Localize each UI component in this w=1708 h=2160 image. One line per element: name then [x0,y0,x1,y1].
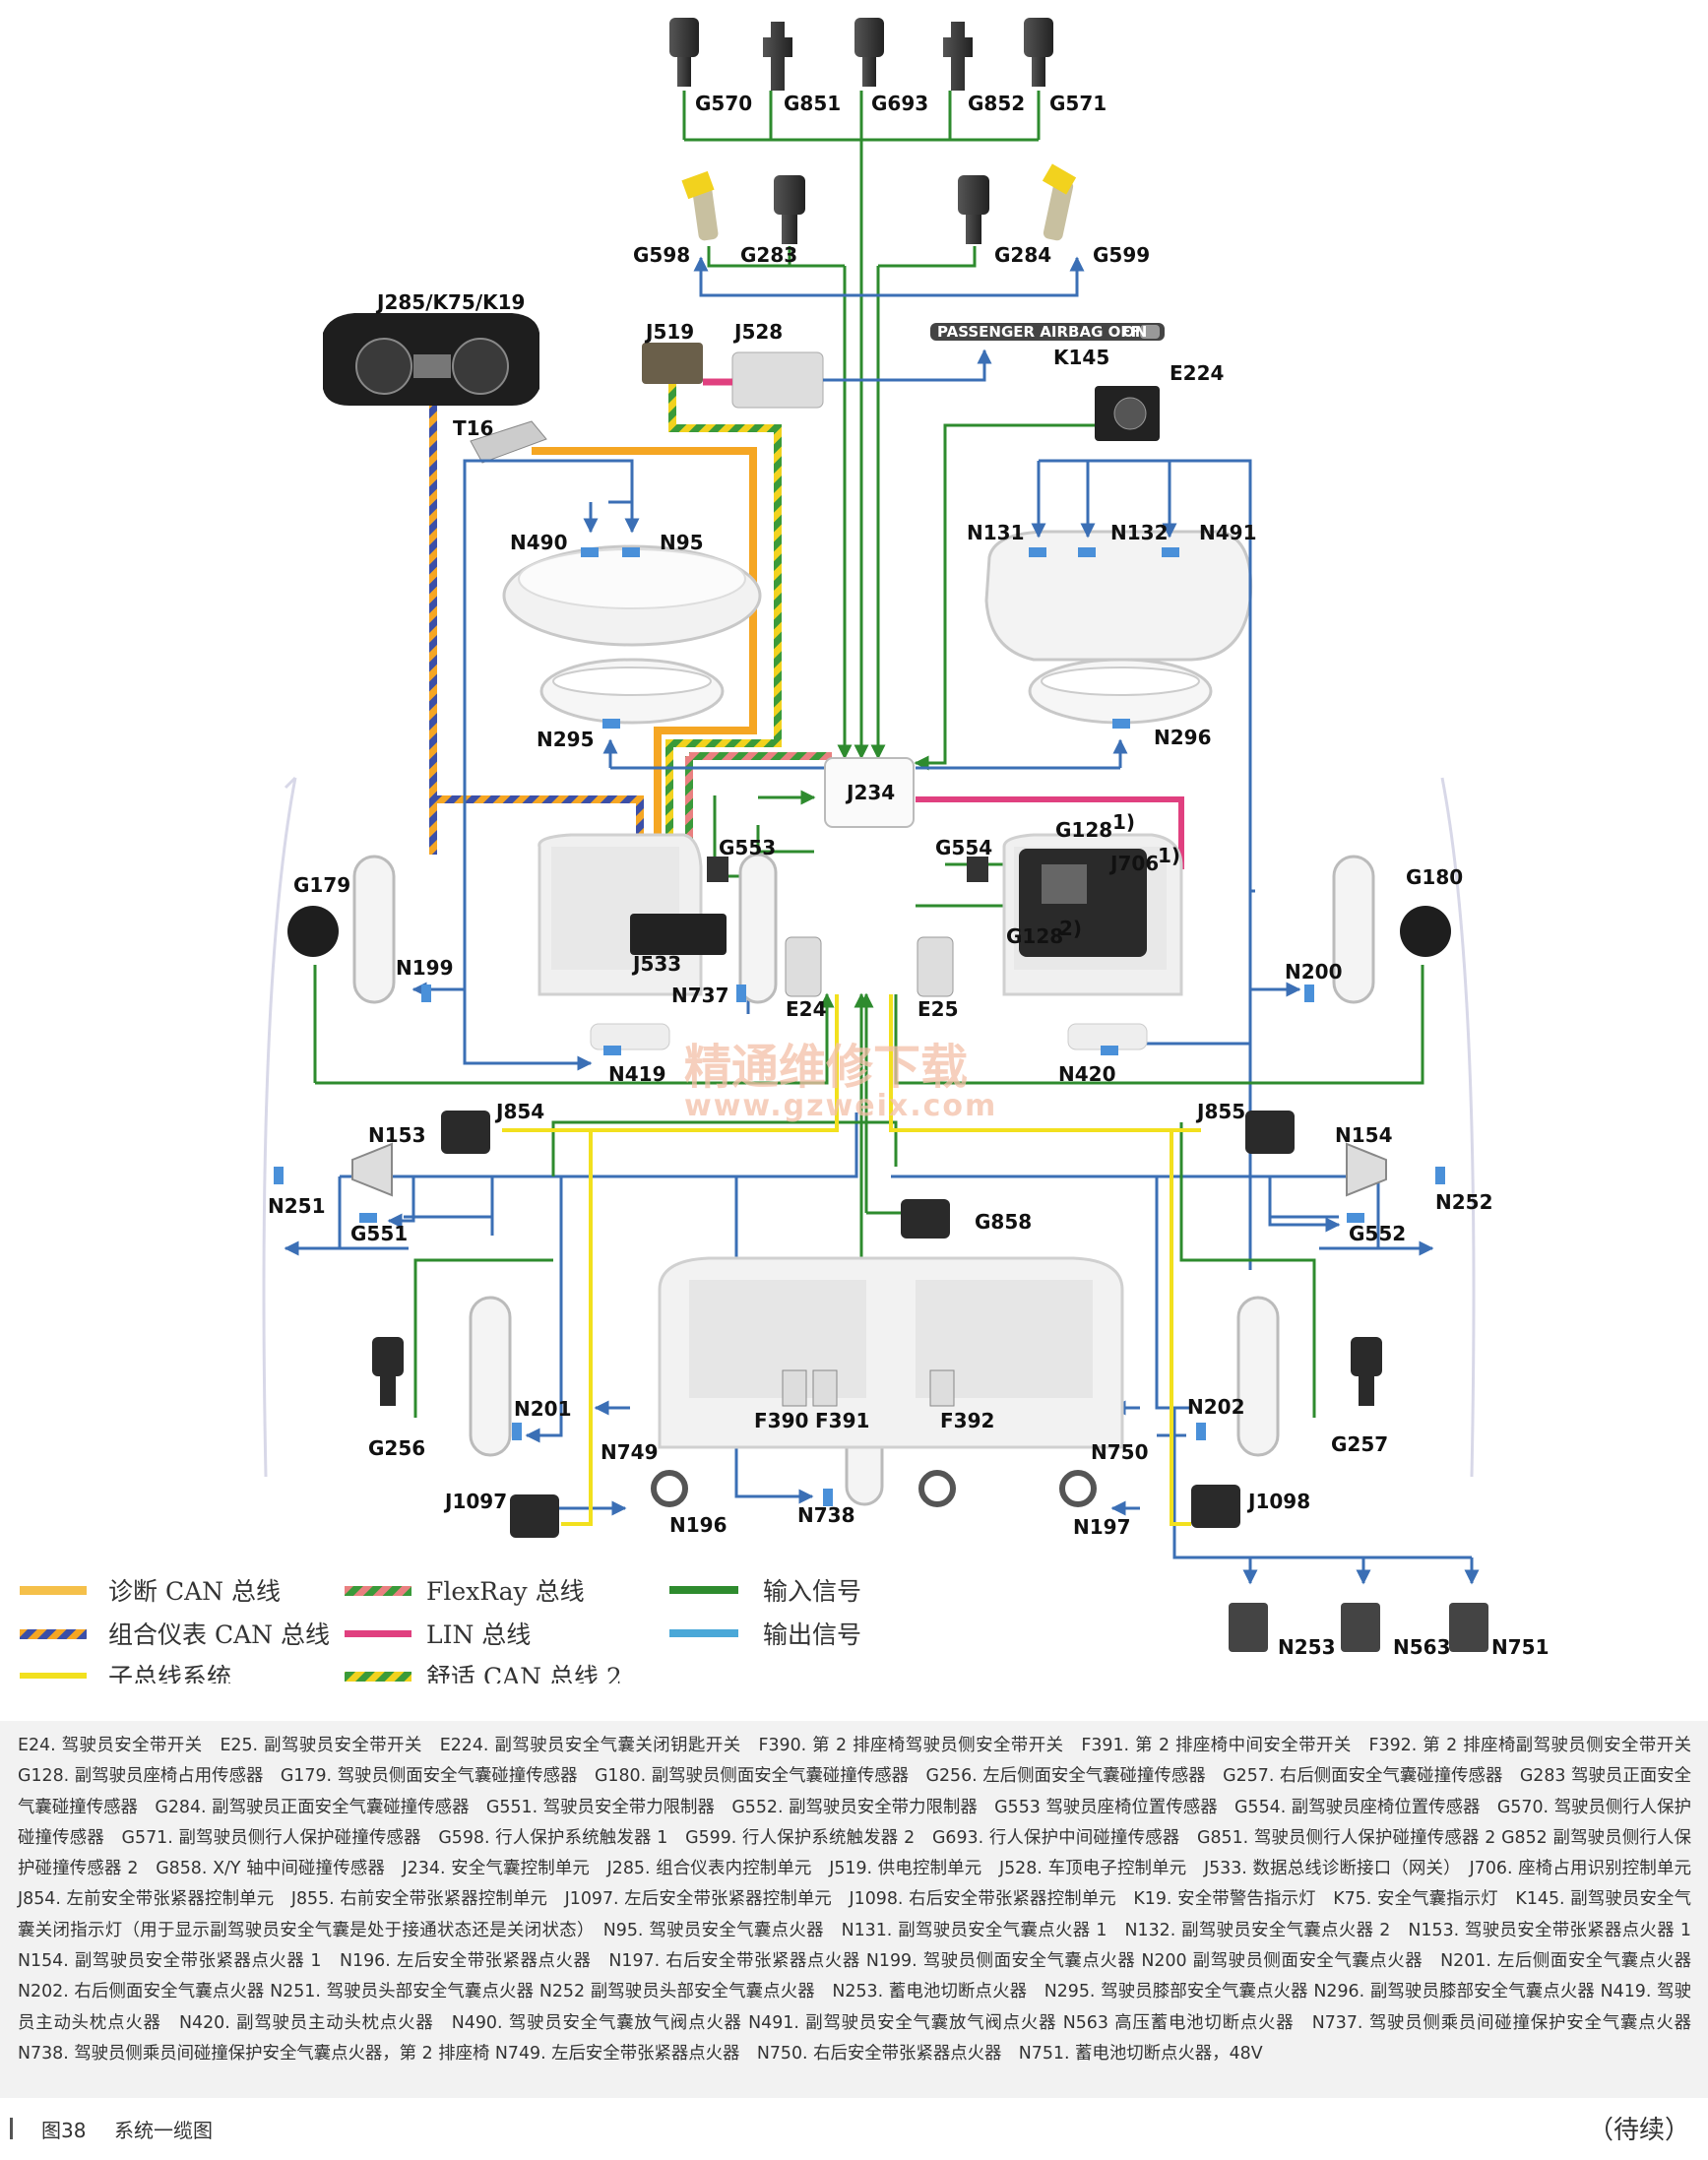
label-j706-sup: 1) [1158,844,1180,867]
label-j519: J519 [644,320,694,344]
k145-panel-text: PASSENGER AIRBAG OFF [937,323,1141,341]
label-n251: N251 [268,1194,326,1218]
label-e24: E24 [786,997,827,1021]
label-n296: N296 [1154,726,1212,749]
figure-marker [10,2118,13,2139]
watermark-cn: 精通维修下载 [684,1040,968,1095]
label-n491: N491 [1199,521,1257,544]
label-n202: N202 [1187,1395,1245,1419]
label-n750: N750 [1091,1440,1149,1464]
legend-comfort-can2: 舒适 CAN 总线 2 [426,1663,622,1684]
legend-subbus: 子总线系统 [108,1663,231,1684]
legend: 诊断 CAN 总线 组合仪表 CAN 总线 子总线系统 FlexRay 总线 L… [20,1577,861,1691]
label-g128-1: G128 [1055,818,1112,842]
label-j1097: J1097 [443,1490,507,1513]
rear-seats [651,1256,1124,1507]
watermark-url: www.gzweix.com [684,1089,997,1123]
label-g256: G256 [368,1436,425,1460]
label-g858: G858 [975,1210,1032,1234]
label-g283: G283 [740,243,797,267]
label-g284: G284 [994,243,1051,267]
label-n95: N95 [660,531,704,554]
figure-footer: 图38 系统一缆图 （待续） [0,2110,1708,2149]
label-n751: N751 [1491,1635,1550,1659]
figure-title: 系统一缆图 [114,2119,213,2142]
instrument-cluster [323,313,539,406]
label-n253: N253 [1278,1635,1336,1659]
label-j285: J285/K75/K19 [375,290,525,314]
label-n132: N132 [1110,521,1169,544]
label-k145: K145 [1053,346,1109,369]
legend-output: 输出信号 [763,1620,861,1649]
passenger-airbag [984,530,1253,725]
label-j1098: J1098 [1246,1490,1310,1513]
label-n131: N131 [967,521,1025,544]
label-n737: N737 [671,984,729,1007]
k145-indicator [930,323,1165,341]
label-g852: G852 [968,92,1025,115]
label-n563: N563 [1393,1635,1451,1659]
label-g553: G553 [719,836,776,859]
label-n419: N419 [608,1062,666,1086]
label-j533: J533 [631,952,681,976]
legend-diag-can: 诊断 CAN 总线 [108,1577,281,1606]
label-j854: J854 [494,1100,544,1123]
label-g571: G571 [1049,92,1107,115]
label-j234: J234 [845,781,895,804]
legend-cluster-can: 组合仪表 CAN 总线 [108,1620,330,1649]
label-n420: N420 [1058,1062,1116,1086]
label-g851: G851 [784,92,841,115]
continued-note: （待续） [1587,2116,1690,2145]
label-n749: N749 [601,1440,659,1464]
label-n154: N154 [1335,1123,1393,1147]
label-e224: E224 [1170,361,1224,385]
label-n197: N197 [1073,1515,1131,1539]
label-g180: G180 [1406,865,1463,889]
label-g179: G179 [293,873,350,897]
component-description: E24. 驾驶员安全带开关 E25. 副驾驶员安全带开关 E224. 副驾驶员安… [18,1736,1708,2064]
k145-on-text: ON [1122,323,1147,341]
label-n490: N490 [510,531,568,554]
label-j855: J855 [1195,1100,1245,1123]
driver-airbag [502,544,762,725]
label-f391: F391 [815,1409,869,1432]
label-g128-2-sup: 2) [1059,917,1082,940]
label-g128-2: G128 [1006,924,1063,948]
label-n199: N199 [396,956,454,980]
caption-panel: E24. 驾驶员安全带开关 E25. 副驾驶员安全带开关 E224. 副驾驶员安… [0,1721,1708,2098]
label-n200: N200 [1285,960,1343,984]
label-g128-1-sup: 1) [1112,810,1135,834]
label-t16: T16 [453,416,493,440]
label-f392: F392 [940,1409,994,1432]
label-f390: F390 [754,1409,808,1432]
label-g599: G599 [1093,243,1150,267]
label-n738: N738 [797,1503,855,1527]
label-g552: G552 [1349,1222,1406,1245]
legend-lin: LIN 总线 [426,1620,531,1649]
label-g551: G551 [350,1222,408,1245]
j234-control-unit [824,757,915,828]
vehicle-outline [262,776,1476,1478]
figure-number: 图38 [41,2119,87,2142]
label-n252: N252 [1435,1190,1493,1214]
label-n196: N196 [669,1513,727,1537]
legend-input: 输入信号 [763,1577,861,1606]
label-g257: G257 [1331,1432,1388,1456]
legend-flexray: FlexRay 总线 [426,1577,585,1606]
label-n153: N153 [368,1123,426,1147]
label-g693: G693 [871,92,928,115]
label-g570: G570 [695,92,752,115]
label-g554: G554 [935,836,992,859]
label-n201: N201 [514,1397,572,1421]
pedestrian-sensors [669,18,1077,244]
label-e25: E25 [917,997,959,1021]
label-j706: J706 [1108,852,1159,875]
label-j528: J528 [732,320,783,344]
label-g598: G598 [633,243,690,267]
system-diagram: 精通维修下载 www.gzweix.com PASSENGER AIRBAG O… [20,18,1550,1691]
label-n295: N295 [537,728,595,751]
component-labels: G570 G851 G693 G852 G571 G598 G283 G284 … [268,92,1550,1659]
